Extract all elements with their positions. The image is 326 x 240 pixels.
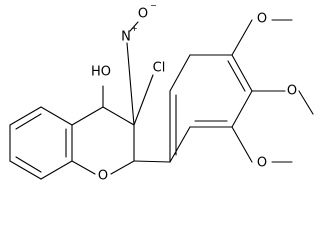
- double-bond: [15, 113, 42, 130]
- bond: [40, 106, 73, 126]
- bond: [129, 21, 139, 32]
- bond: [126, 42, 135, 126]
- methoxy-middle-oxygen-label: O: [287, 84, 297, 99]
- chemical-structure-diagram: HO N + O − Cl O O O O: [9, 1, 314, 184]
- bond: [231, 90, 253, 128]
- bond: [40, 160, 73, 180]
- bond: [231, 19, 253, 56]
- ring-oxygen-label: O: [98, 169, 108, 184]
- bond: [71, 106, 104, 126]
- double-bond: [15, 156, 42, 173]
- methoxy-bottom-oxygen-label: O: [257, 156, 267, 171]
- bond: [231, 126, 253, 163]
- bond: [231, 54, 253, 92]
- bond: [9, 106, 42, 126]
- hydroxyl-label: HO: [91, 65, 111, 80]
- nitro-nitrogen-label: N: [121, 30, 131, 45]
- bond: [133, 74, 154, 126]
- bond-lines: [9, 19, 314, 180]
- bond: [102, 106, 135, 126]
- bond: [133, 160, 171, 163]
- chlorine-label: Cl: [153, 61, 166, 76]
- nitro-oxygen-label: O: [138, 7, 148, 22]
- bond: [71, 160, 96, 175]
- bond: [9, 160, 42, 180]
- bond: [110, 160, 135, 175]
- bond: [298, 90, 314, 115]
- methoxy-top-oxygen-label: O: [257, 12, 267, 27]
- nitro-oxygen-charge: −: [150, 1, 157, 10]
- bond: [169, 126, 191, 163]
- nitro-nitrogen-charge: +: [131, 24, 138, 33]
- atom-labels: HO N + O − Cl O O O O: [91, 1, 297, 184]
- double-bond: [227, 60, 246, 92]
- bond: [169, 54, 191, 92]
